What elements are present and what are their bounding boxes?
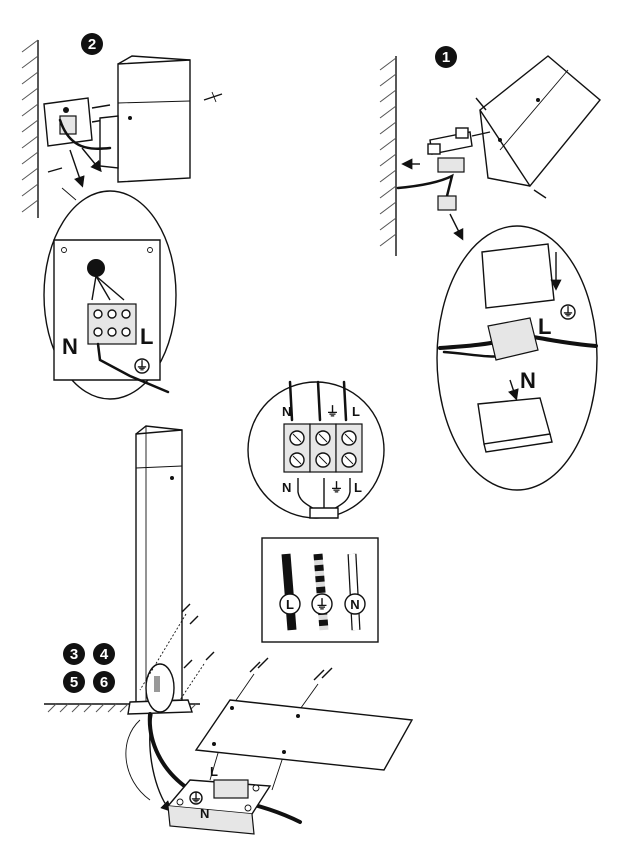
step-2-wall-lamp: 2 N L ⏚ (21, 33, 223, 400)
step-5-number: 5 (70, 674, 78, 691)
cable (58, 118, 112, 150)
svg-text:⏚: ⏚ (190, 791, 202, 805)
step-4-number: 4 (100, 646, 109, 663)
step-1-wall-lamp: 1 ⏚ L N (379, 46, 601, 491)
detail-connector (487, 317, 539, 361)
ground-hatch (47, 703, 197, 713)
step-3-number: 3 (70, 646, 78, 663)
screw-icon (203, 93, 223, 101)
connector (437, 195, 457, 211)
earth-ground-icon (560, 304, 576, 320)
legend-neutral-badge (344, 593, 366, 615)
step-2-number: 2 (88, 36, 96, 53)
svg-text:⏚: ⏚ (562, 305, 574, 319)
neutral-label: N (62, 334, 78, 359)
lamp-body (117, 59, 191, 183)
screw-icon (533, 189, 547, 199)
junction-box (477, 397, 551, 445)
zoom-detail-right (436, 225, 598, 491)
earth-ground-icon (189, 791, 203, 805)
step-badge (435, 46, 457, 68)
cable-entry-hole (87, 259, 105, 277)
wire-color-legend: L ⏚ N (261, 537, 379, 643)
step-6-number: 6 (100, 674, 108, 691)
detail-lamp-plate (481, 243, 555, 309)
screw-icon (471, 131, 491, 137)
terminal-label-earth-top: ⏚ (326, 404, 339, 419)
arrow-icon (69, 149, 85, 188)
terminal-block (437, 157, 465, 173)
arrow-icon (508, 379, 519, 401)
steps-3-6-bollard: 3 4 5 6 (44, 425, 414, 835)
terminal-label-earth-bottom: ⏚ (330, 480, 343, 495)
wiring-detail: N ⏚ L N ⏚ L (247, 380, 385, 519)
arrow-icon (449, 213, 464, 241)
zoom-detail-left (43, 190, 177, 400)
bollard-post (135, 429, 183, 703)
step-1-number: 1 (442, 49, 450, 66)
step-badge (93, 643, 115, 665)
svg-text:L: L (286, 597, 294, 612)
earth-ground-icon (134, 358, 150, 374)
step-badge (63, 643, 85, 665)
earth-wire (313, 553, 329, 631)
step-badge (93, 671, 115, 693)
terminal-label-l-bottom: L (354, 480, 362, 495)
terminal-block (213, 779, 249, 799)
screw-icon (475, 97, 487, 111)
cable (396, 173, 454, 202)
neutral-label: N (520, 368, 536, 393)
lamp-bracket (99, 115, 119, 169)
terminal-label-n-top: N (282, 404, 291, 419)
screw-icon (181, 603, 333, 681)
wall-hatch (21, 39, 39, 213)
step-badge (63, 671, 85, 693)
arrow-icon (125, 719, 151, 801)
step-badge (81, 33, 103, 55)
svg-text:N: N (350, 597, 359, 612)
neutral-label: N (200, 806, 209, 821)
earth-ground-icon (311, 593, 333, 615)
arrow-icon (149, 713, 172, 812)
cable (147, 712, 192, 792)
wall-hatch (379, 57, 397, 247)
live-label: L (210, 764, 218, 779)
legend-live-badge (279, 593, 301, 615)
live-label: L (538, 314, 551, 339)
live-label: L (140, 324, 153, 349)
live-wire (281, 553, 297, 631)
lamp-body (479, 55, 601, 188)
terminal-label-l-top: L (352, 404, 360, 419)
base-plate (194, 699, 414, 771)
arrow-icon (81, 147, 102, 173)
svg-text:⏚: ⏚ (315, 597, 328, 612)
svg-text:⏚: ⏚ (136, 359, 148, 373)
terminal-label-n-bottom: N (282, 480, 291, 495)
